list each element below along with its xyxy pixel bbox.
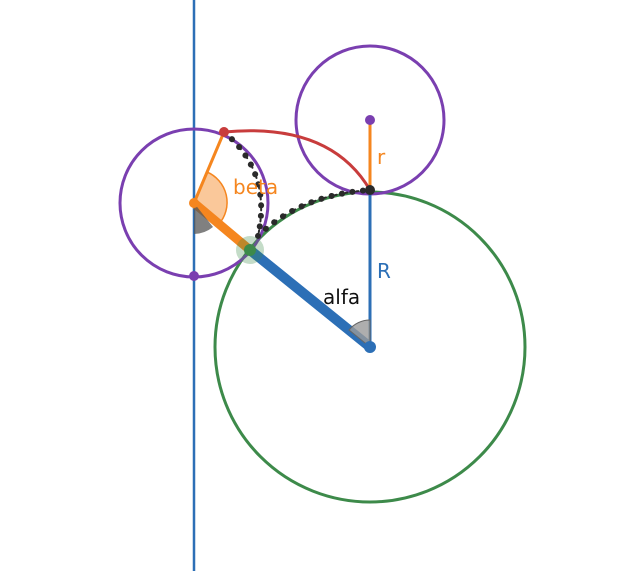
left-center-point: [189, 198, 199, 208]
top-arc-point: [219, 127, 229, 137]
upper-right-center-point: [365, 115, 375, 125]
label-alfa: alfa: [323, 285, 360, 309]
beta-angle-wedge: [193, 171, 228, 226]
dotted-arc-lower-dots: [255, 187, 373, 239]
large-circle-center-point: [364, 341, 376, 353]
tangent-point-right: [365, 185, 375, 195]
left-angle-wedge: [194, 203, 213, 234]
tangent-point-left: [244, 244, 256, 256]
left-bottom-point: [189, 271, 199, 281]
red-arc: [223, 129, 372, 191]
alfa-angle-wedge: [348, 319, 371, 349]
dotted-arc-upper-dots: [221, 129, 265, 239]
label-r: r: [377, 145, 386, 169]
dotted-arc-segments: [221, 129, 373, 239]
label-R: R: [377, 259, 391, 283]
label-beta: beta: [233, 175, 278, 199]
